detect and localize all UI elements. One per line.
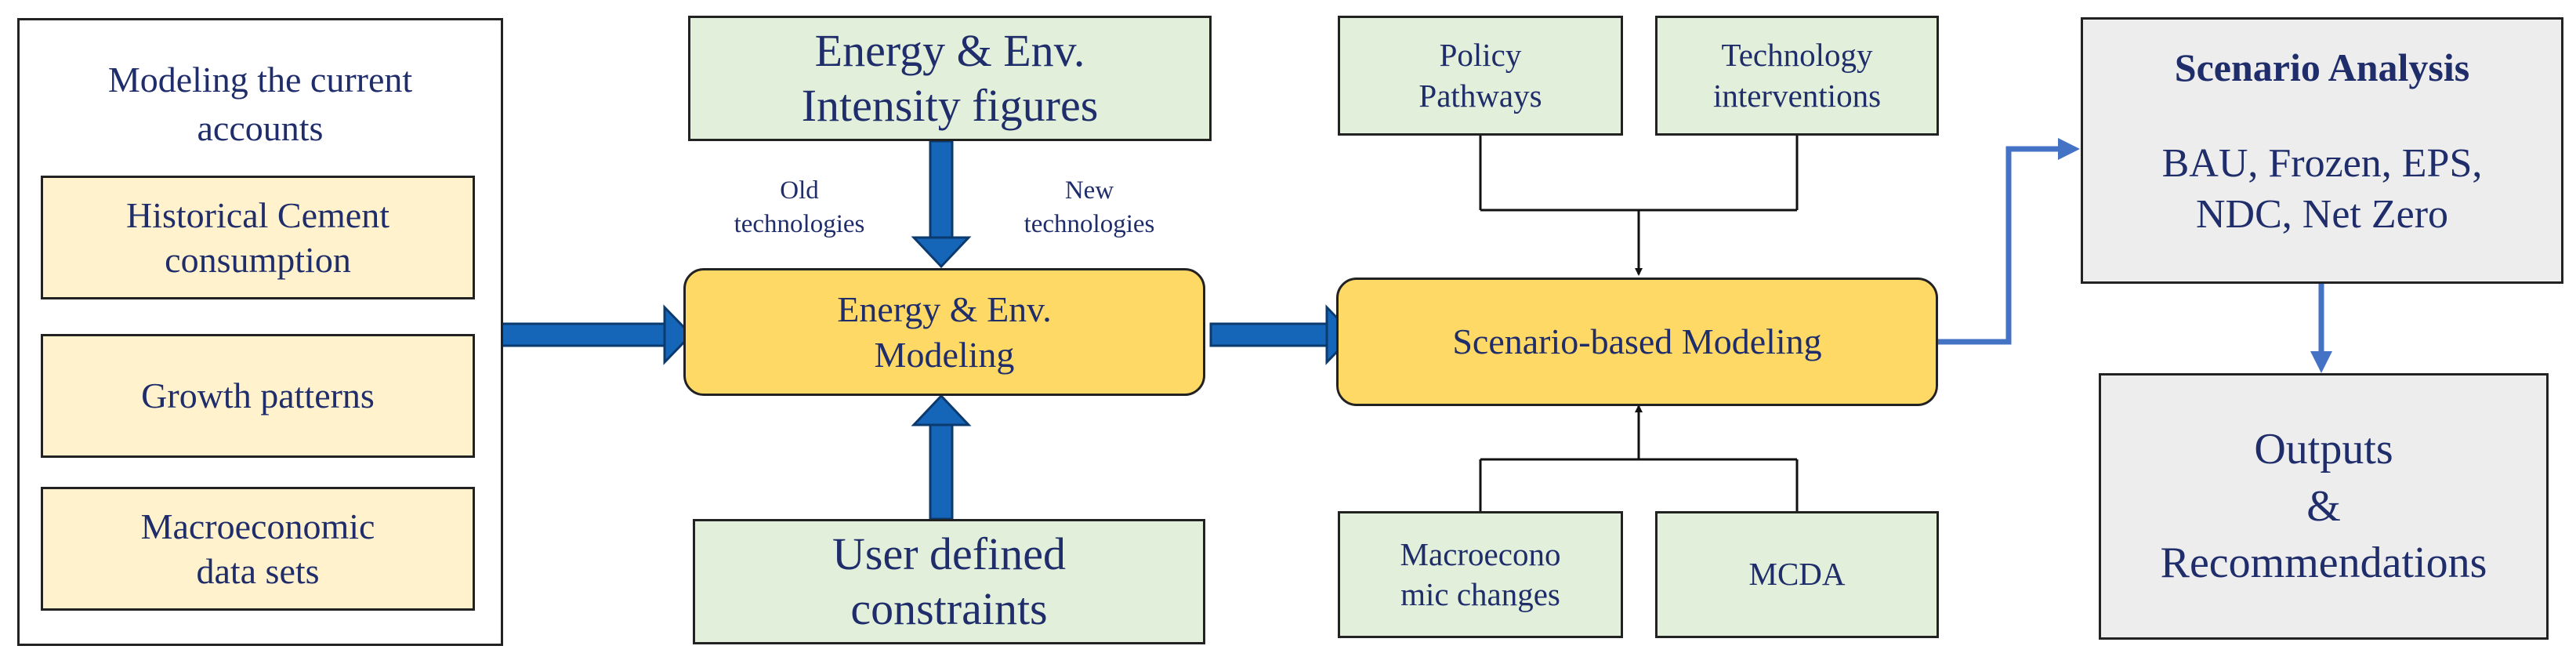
intensity-line2: Intensity figures <box>801 80 1099 131</box>
connector-policy-tech <box>1479 136 1799 276</box>
growth-patterns-box: Growth patterns <box>41 334 475 458</box>
outputs-line2: & <box>2306 481 2341 531</box>
new-technologies-label: New technologies <box>991 174 1187 241</box>
intensity-line1: Energy & Env. <box>814 25 1085 77</box>
macroeconomic-data-line2: data sets <box>196 551 320 591</box>
arrow-scenario-to-analysis <box>1938 138 2080 345</box>
current-accounts-title-line1: Modeling the current <box>107 60 413 100</box>
old-technologies-label: Old technologies <box>701 174 897 241</box>
scenario-analysis-box: Scenario Analysis BAU, Frozen, EPS, NDC,… <box>2081 17 2563 284</box>
historical-cement-line1: Historical Cement <box>126 194 389 235</box>
outputs-recommendations-box: Outputs & Recommendations <box>2099 373 2549 640</box>
constraints-line2: constraints <box>850 583 1048 634</box>
user-constraints-box: User defined constraints <box>693 519 1205 644</box>
technology-line2: interventions <box>1712 77 1882 114</box>
historical-cement-line2: consumption <box>165 240 351 280</box>
new-technologies-line1: New <box>1064 176 1114 205</box>
current-accounts-title-line2: accounts <box>197 108 324 149</box>
energy-env-modeling-box: Energy & Env. Modeling <box>683 268 1205 396</box>
constraints-line1: User defined <box>832 528 1066 580</box>
arrow-analysis-to-outputs <box>2310 284 2332 373</box>
macroeconomic-data-box: Macroeconomic data sets <box>41 487 475 611</box>
mcda-box: MCDA <box>1655 511 1939 638</box>
scenario-analysis-line1: BAU, Frozen, EPS, <box>2161 140 2483 186</box>
scenario-based-modeling-box: Scenario-based Modeling <box>1336 278 1938 406</box>
old-technologies-line1: Old <box>780 176 819 205</box>
old-technologies-line2: technologies <box>734 209 865 238</box>
technology-line1: Technology <box>1721 37 1873 74</box>
arrow-energy-model-to-scenario <box>1209 304 1356 365</box>
arrow-accounts-to-energy-model <box>500 304 694 365</box>
energy-model-line1: Energy & Env. <box>837 289 1052 329</box>
connector-macro-mcda <box>1479 405 1799 511</box>
macro-changes-line1: Macroecono <box>1400 535 1561 572</box>
macroeconomic-data-line1: Macroeconomic <box>140 506 375 546</box>
intensity-figures-box: Energy & Env. Intensity figures <box>688 16 1212 141</box>
outputs-line3: Recommendations <box>2160 539 2487 588</box>
policy-line1: Policy <box>1439 37 1522 74</box>
technology-interventions-box: Technology interventions <box>1655 16 1939 136</box>
growth-patterns-label: Growth patterns <box>141 376 375 416</box>
macro-changes-line2: mic changes <box>1400 576 1560 612</box>
new-technologies-line2: technologies <box>1024 209 1155 238</box>
policy-line2: Pathways <box>1418 77 1542 114</box>
mcda-label: MCDA <box>1748 556 1846 593</box>
macroeconomic-changes-box: Macroecono mic changes <box>1338 511 1623 638</box>
policy-pathways-box: Policy Pathways <box>1338 16 1623 136</box>
scenario-analysis-title: Scenario Analysis <box>2174 45 2470 89</box>
scenario-model-label: Scenario-based Modeling <box>1452 321 1822 362</box>
outputs-line1: Outputs <box>2254 424 2393 474</box>
arrow-intensity-down <box>911 140 972 269</box>
historical-cement-box: Historical Cement consumption <box>41 176 475 299</box>
current-accounts-title: Modeling the current accounts <box>108 56 412 153</box>
arrow-constraints-up <box>911 394 972 521</box>
scenario-analysis-line2: NDC, Net Zero <box>2195 191 2449 237</box>
energy-model-line2: Modeling <box>874 334 1015 375</box>
